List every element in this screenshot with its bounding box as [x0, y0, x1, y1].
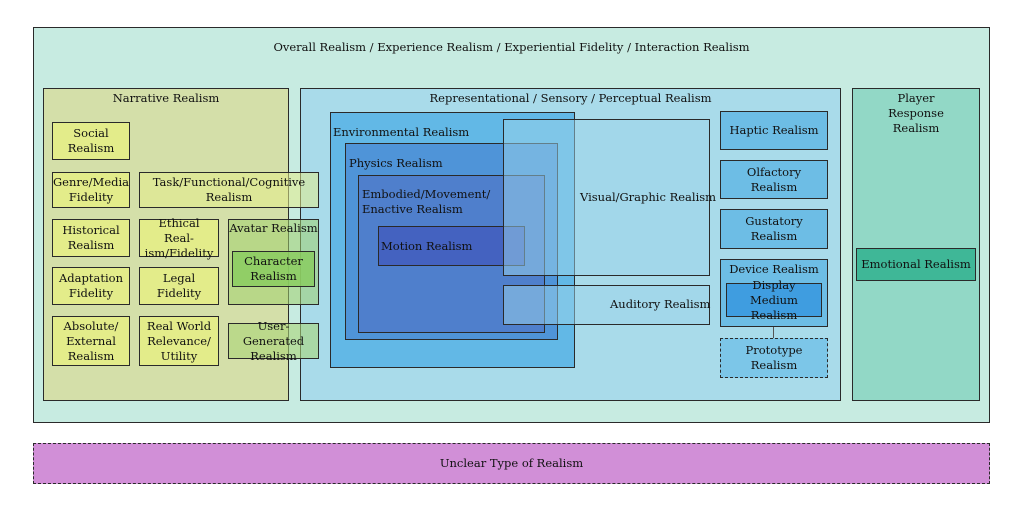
device-prototype-connector	[773, 327, 774, 338]
auditory-realism-box	[503, 285, 710, 325]
absolute-external-realism-box: Absolute/ External Realism	[52, 316, 130, 366]
player-response-realism-box	[852, 88, 980, 401]
task-functional-cognitive-realism-box: Task/Functional/Cognitive Realism	[139, 172, 319, 208]
narrative-realism-label: Narrative Realism	[112, 91, 220, 105]
overall-realism-label: Overall Realism / Experience Realism / E…	[273, 40, 750, 54]
display-medium-realism-box: Display Medium Realism	[726, 278, 822, 322]
ethical-realism-fidelity-box: Ethical Real- ism/Fidelity	[139, 216, 219, 260]
olfactory-realism-box: Olfactory Realism	[720, 160, 828, 199]
player-response-realism-label: Player Response Realism	[888, 91, 944, 135]
user-generated-realism-box: User-Generated Realism	[228, 319, 319, 363]
motion-realism-box	[378, 226, 525, 266]
character-realism-box: Character Realism	[232, 251, 315, 287]
embodied-movement-enactive-realism-label: Embodied/Movement/ Enactive Realism	[362, 187, 491, 216]
avatar-realism-label: Avatar Realism	[229, 221, 318, 235]
legal-fidelity-box: Legal Fidelity	[139, 267, 219, 305]
adaptation-fidelity-box: Adaptation Fidelity	[52, 267, 130, 305]
genre-media-fidelity-box: Genre/Media Fidelity	[52, 172, 130, 208]
auditory-realism-label: Auditory Realism	[610, 297, 711, 311]
physics-realism-label: Physics Realism	[349, 156, 443, 170]
environmental-realism-label: Environmental Realism	[333, 125, 470, 139]
motion-realism-label: Motion Realism	[381, 239, 473, 253]
social-realism-box: Social Realism	[52, 122, 130, 160]
device-realism-label: Device Realism	[729, 262, 819, 276]
emotional-realism-box: Emotional Realism	[856, 248, 976, 281]
visual-graphic-realism-box	[503, 119, 710, 276]
historical-realism-box: Historical Realism	[52, 219, 130, 257]
gustatory-realism-box: Gustatory Realism	[720, 209, 828, 249]
representational-realism-label: Representational / Sensory / Perceptual …	[429, 91, 712, 105]
prototype-realism-box: Prototype Realism	[720, 338, 828, 378]
unclear-type-of-realism-box: Unclear Type of Realism	[33, 443, 990, 484]
real-world-relevance-box: Real World Relevance/ Utility	[139, 316, 219, 366]
haptic-realism-box: Haptic Realism	[720, 111, 828, 150]
visual-graphic-realism-label: Visual/Graphic Realism	[580, 190, 717, 204]
